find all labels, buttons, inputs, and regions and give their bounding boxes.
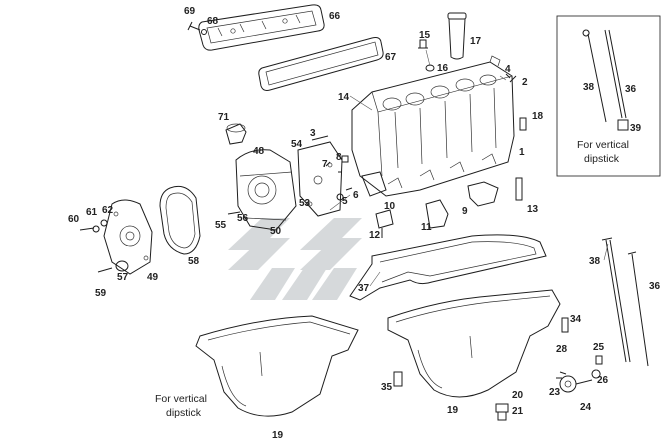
vertical-dipstick-inset	[556, 15, 661, 177]
callout-4: 4	[505, 64, 511, 75]
callout-38a: 38	[583, 82, 595, 93]
cover-screw	[187, 21, 207, 35]
callout-6: 6	[353, 190, 359, 201]
callout-19a: 19	[447, 405, 459, 416]
leader-lines	[329, 49, 609, 287]
callout-57: 57	[117, 272, 129, 283]
callout-53: 53	[299, 198, 311, 209]
callout-69: 69	[184, 6, 196, 17]
callout-24: 24	[580, 402, 592, 413]
callout-37: 37	[358, 283, 370, 294]
engine-block	[351, 55, 515, 197]
callout-20: 20	[512, 390, 524, 401]
callout-10: 10	[384, 201, 396, 212]
callout-67: 67	[385, 52, 397, 63]
callout-2: 2	[522, 77, 528, 88]
callout-48: 48	[253, 146, 265, 157]
callout-55: 55	[215, 220, 227, 231]
callout-21: 21	[512, 406, 524, 417]
watermark-logo	[228, 218, 362, 300]
oil-filler-neck	[225, 123, 247, 145]
callout-15: 15	[419, 30, 431, 41]
oil-pan-right	[387, 289, 561, 398]
callout-56: 56	[237, 213, 249, 224]
callout-59: 59	[95, 288, 107, 299]
callout-25: 25	[593, 342, 605, 353]
callout-18: 18	[532, 111, 544, 122]
dipstick-tube	[601, 237, 631, 363]
callout-5: 5	[342, 196, 348, 207]
callout-19b: 19	[272, 430, 284, 440]
callout-49: 49	[147, 272, 159, 283]
callout-68: 68	[207, 16, 219, 27]
callout-62: 62	[102, 205, 114, 216]
callout-17: 17	[470, 36, 482, 47]
callout-labels: 69 68 66 67 15 16 17 4 2 14 18 1 13 71 3…	[68, 6, 661, 440]
drain-plug	[393, 371, 509, 421]
timing-cover	[103, 199, 153, 275]
callout-14: 14	[338, 92, 350, 103]
callout-26: 26	[597, 375, 609, 386]
dipstick	[627, 251, 649, 367]
callout-13: 13	[527, 204, 539, 215]
front-seal-washers	[79, 211, 241, 273]
callout-11: 11	[421, 222, 432, 233]
callout-66: 66	[329, 11, 341, 22]
callout-8: 8	[336, 152, 342, 163]
callout-39: 39	[630, 123, 642, 134]
callout-54: 54	[291, 139, 303, 150]
callout-34: 34	[570, 314, 582, 325]
inset-caption-line1: For vertical	[577, 139, 629, 151]
callout-71: 71	[218, 112, 230, 123]
oil-filler-cap	[447, 12, 467, 60]
callout-9: 9	[462, 206, 468, 217]
callout-28: 28	[556, 344, 568, 355]
callout-16: 16	[437, 63, 449, 74]
valve-cover	[198, 4, 325, 51]
oil-pan-left	[195, 315, 359, 417]
callout-1: 1	[519, 147, 525, 158]
callout-35: 35	[381, 382, 393, 393]
oil-pickup	[556, 317, 603, 393]
callout-23: 23	[549, 387, 561, 398]
valve-cover-gasket	[258, 37, 384, 91]
callout-12: 12	[369, 230, 381, 241]
pan-caption-line2: dipstick	[166, 407, 202, 419]
callout-38b: 38	[589, 256, 601, 267]
callout-36a: 36	[625, 84, 637, 95]
timing-chain	[159, 185, 201, 255]
callout-3: 3	[310, 128, 316, 139]
drain-plug-upper	[418, 39, 435, 72]
callout-60: 60	[68, 214, 80, 225]
callout-7: 7	[322, 159, 328, 170]
oil-pan-gasket	[349, 234, 547, 301]
small-fasteners	[311, 73, 527, 201]
callout-61: 61	[86, 207, 98, 218]
inset-caption-line2: dipstick	[584, 153, 620, 165]
front-end-plate	[235, 149, 297, 231]
main-bearing-caps	[361, 171, 523, 238]
timing-cover-plate	[297, 141, 343, 217]
callout-50: 50	[270, 226, 282, 237]
pan-caption-line1: For vertical	[155, 393, 207, 405]
callout-36b: 36	[649, 281, 661, 292]
callout-58: 58	[188, 256, 200, 267]
